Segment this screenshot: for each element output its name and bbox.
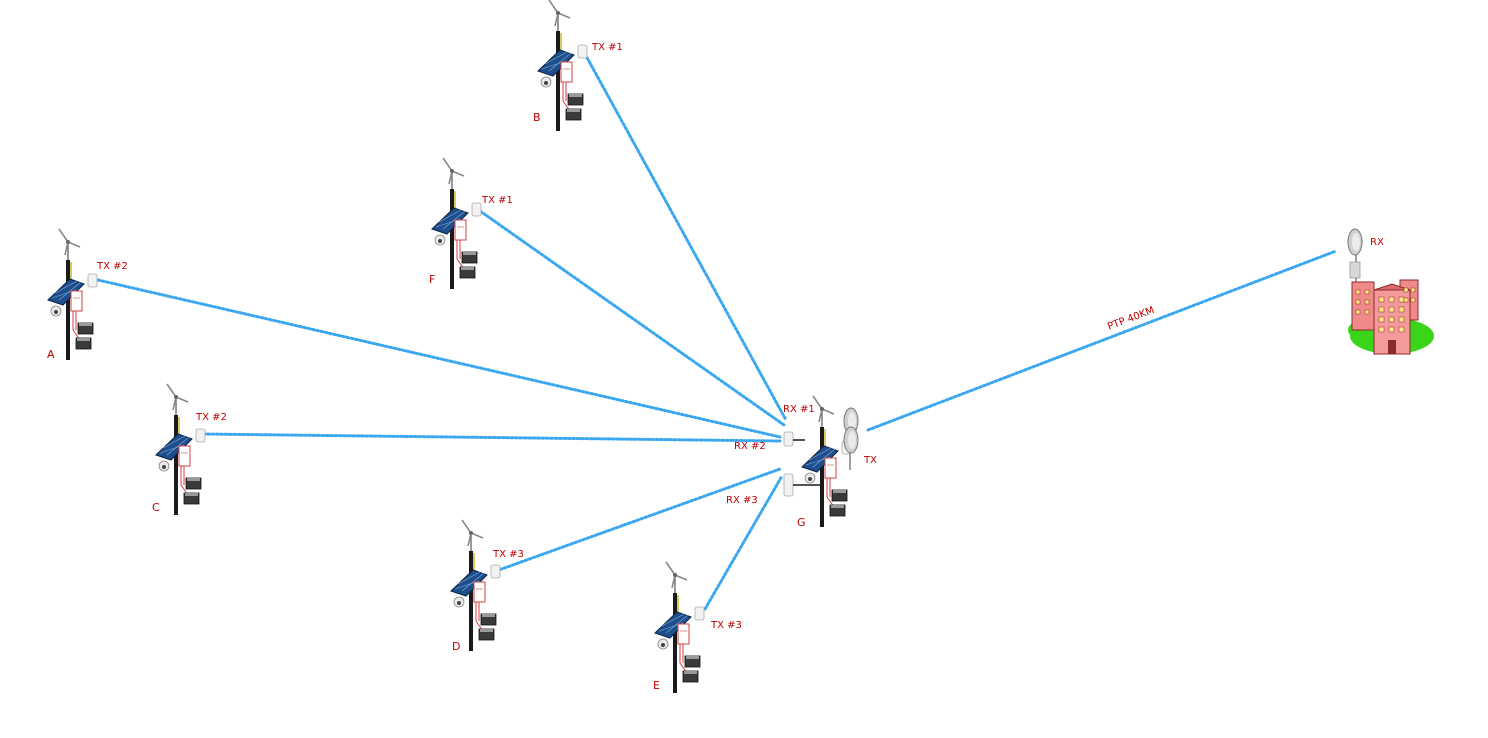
solar-pole-icon	[801, 395, 852, 528]
link-c-g	[201, 432, 782, 443]
link-a-g	[96, 278, 782, 439]
solar-pole-icon	[654, 561, 705, 694]
station-g-rx1-label: RX #1	[783, 404, 815, 415]
station-f: TX #1 F	[429, 157, 513, 290]
solar-pole-icon	[431, 157, 482, 290]
building-rx-label: RX	[1370, 237, 1384, 248]
station-g-rx2-label: RX #2	[734, 441, 766, 452]
station-b-label: B	[533, 111, 541, 124]
building-icon	[1351, 281, 1375, 331]
rx2-radio-icon	[783, 431, 794, 447]
solar-pole-icon	[155, 383, 206, 516]
rx3-radio-icon	[783, 473, 794, 497]
station-d: TX #3 D	[450, 519, 524, 653]
link-e-g	[703, 474, 784, 611]
station-b: TX #1 B	[533, 0, 623, 132]
link-f-g	[478, 209, 786, 427]
solar-pole-icon	[47, 228, 98, 361]
station-e: TX #3 E	[653, 561, 742, 694]
station-c: TX #2 C	[152, 383, 227, 516]
solar-pole-icon	[537, 0, 588, 132]
wireless-links	[96, 52, 1338, 611]
dish-antenna-icon	[843, 426, 859, 454]
station-g-hub: RX #1 RX #2 RX #3 TX G	[726, 395, 877, 529]
station-f-radio-label: TX #1	[481, 195, 513, 206]
station-g-label: G	[797, 516, 806, 529]
station-g-rx3-label: RX #3	[726, 495, 758, 506]
station-d-label: D	[452, 640, 460, 653]
link-b-g	[583, 52, 788, 422]
solar-pole-icon	[450, 519, 501, 652]
link-d-g	[494, 467, 782, 573]
station-d-radio-label: TX #3	[492, 549, 524, 560]
station-e-radio-label: TX #3	[710, 620, 742, 631]
station-c-label: C	[152, 501, 160, 514]
station-c-radio-label: TX #2	[195, 412, 227, 423]
station-f-label: F	[429, 273, 435, 286]
station-e-label: E	[653, 679, 660, 692]
station-a-label: A	[47, 348, 55, 361]
link-ptp	[866, 249, 1338, 432]
station-a-radio-label: TX #2	[96, 261, 128, 272]
station-g-tx-label: TX	[863, 455, 877, 466]
station-b-radio-label: TX #1	[591, 42, 623, 53]
building-site: RX	[1347, 228, 1434, 355]
dish-antenna-icon	[1347, 228, 1363, 256]
station-a: TX #2 A	[47, 228, 128, 361]
